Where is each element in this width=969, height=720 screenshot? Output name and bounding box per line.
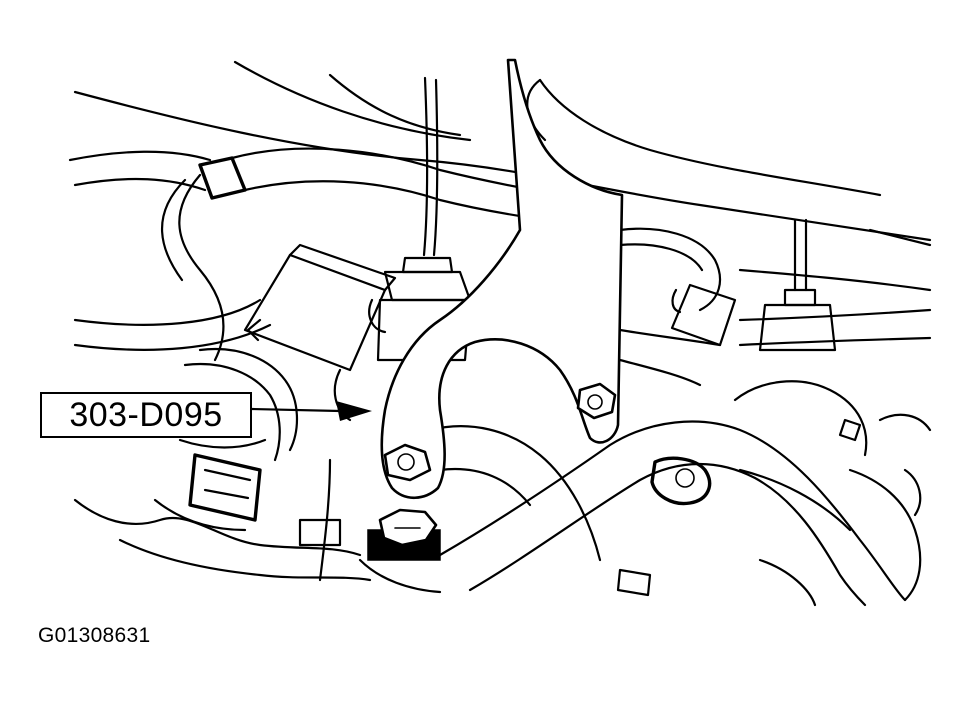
- bolt-lower: [383, 443, 432, 482]
- callout-arrow: [251, 401, 372, 421]
- special-tool-bracket: [380, 58, 624, 500]
- figure-id: G01308631: [38, 624, 151, 647]
- bolt-upper: [576, 382, 617, 420]
- tool-number: 303-D095: [69, 395, 223, 434]
- tool-callout-label: 303-D095: [40, 392, 252, 438]
- mounting-bolt: [367, 508, 441, 561]
- engine-bay-background: [68, 60, 932, 607]
